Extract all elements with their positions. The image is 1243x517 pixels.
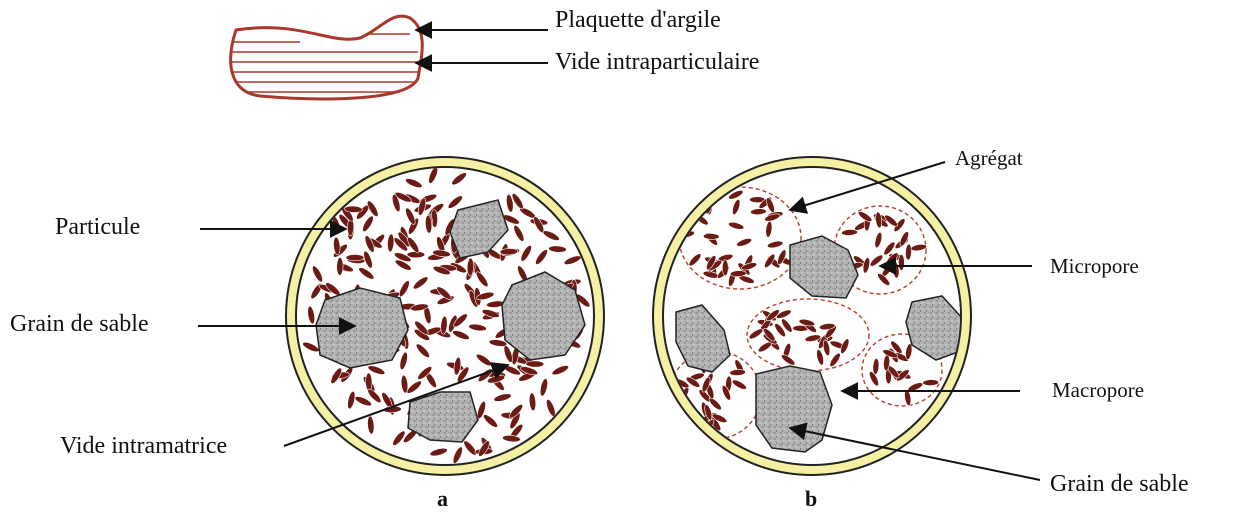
label-particule: Particule <box>55 215 140 239</box>
label-agregat: Agrégat <box>955 148 1023 169</box>
clay-platelet-icon <box>231 16 423 99</box>
label-vide-intramatrice: Vide intramatrice <box>60 434 227 458</box>
label-vide-intraparticulaire: Vide intraparticulaire <box>555 50 759 74</box>
clay-particle <box>730 270 746 277</box>
label-micropore: Micropore <box>1050 256 1139 277</box>
clay-particle <box>905 244 912 260</box>
sand-grain <box>316 288 408 368</box>
clay-particle <box>365 373 372 391</box>
label-grain-de-sable-b: Grain de sable <box>1050 472 1189 496</box>
clay-particle <box>526 361 544 368</box>
clay-particle <box>923 379 939 386</box>
label-macropore: Macropore <box>1052 380 1144 401</box>
clay-particle <box>898 254 904 270</box>
panel-b-caption: b <box>805 488 817 510</box>
label-grain-de-sable-a: Grain de sable <box>10 312 149 336</box>
label-plaquette-argile: Plaquette d'argile <box>555 8 721 32</box>
panel-a-caption: a <box>437 488 448 510</box>
clay-particle <box>346 254 364 260</box>
sand-grain <box>408 392 478 442</box>
clay-particle <box>703 233 719 240</box>
clay-particle <box>841 229 857 236</box>
clay-particle <box>722 260 728 276</box>
sand-grain <box>756 366 832 452</box>
clay-particle <box>337 257 344 275</box>
